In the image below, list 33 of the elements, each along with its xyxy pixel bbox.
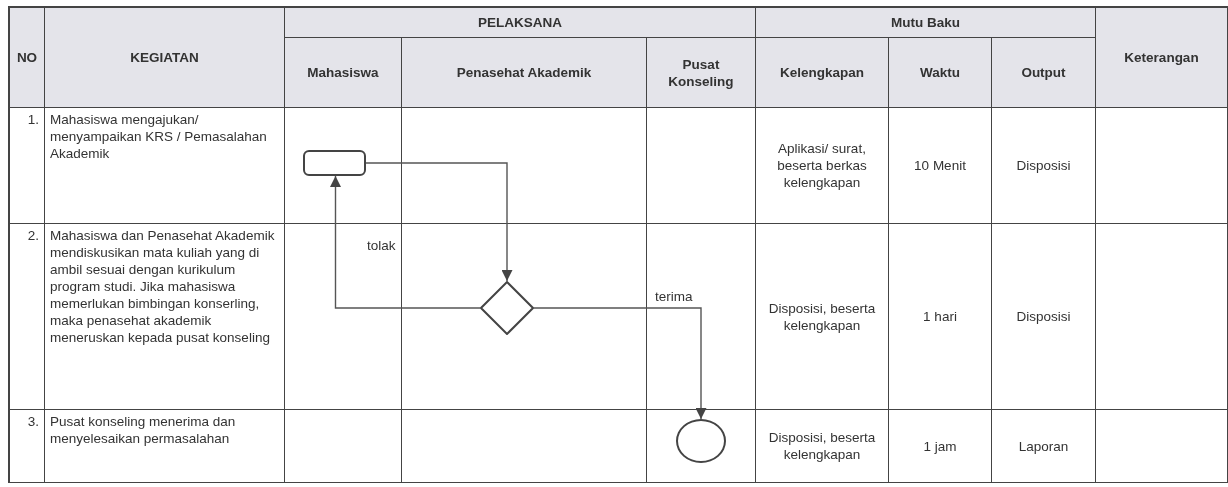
requirement-text: Disposisi, beserta kelengkapan [767, 429, 877, 463]
column-header: Penasehat Akademik [402, 38, 647, 108]
process-box [303, 150, 366, 176]
connector-arrow [330, 175, 481, 309]
output-text: Disposisi [1016, 157, 1071, 174]
edge-label: terima [654, 289, 694, 304]
edge-label: tolak [366, 238, 397, 253]
activity-text: Mahasiswa dan Penasehat Akademik mendiskusikan mata kuliah yang di ambil sesuai dengan kurikulum program studi. Jika mahasiswa memerlukan bimbingan konserling, maka penasehat akademik meneruskan kepada pusat konseling [50, 227, 276, 346]
duration-text: 1 hari [923, 308, 957, 325]
column-header: Pusat Konseling [647, 38, 756, 108]
column-header: Mutu Baku [756, 8, 1096, 38]
row-number: 2. [27, 227, 39, 244]
column-header: Output [992, 38, 1096, 108]
column-header: NO [10, 8, 45, 108]
column-header: PELAKSANA [285, 8, 756, 38]
connector-arrow [533, 307, 707, 420]
requirement-text: Disposisi, beserta kelengkapan [767, 299, 877, 334]
activity-text: Mahasiswa mengajukan/ menyampaikan KRS / Pemasalahan Akademik [50, 111, 268, 162]
output-text: Laporan [1018, 437, 1069, 455]
duration-text: 10 Menit [914, 157, 966, 174]
connector-arrow [365, 162, 513, 282]
column-header: Mahasiswa [285, 38, 402, 108]
row-number: 3. [27, 413, 39, 430]
requirement-text: Aplikasi/ surat, beserta berkas kelengkapan [776, 140, 868, 191]
output-text: Disposisi [1016, 308, 1071, 325]
duration-text: 1 jam [923, 437, 957, 455]
column-header: Kelengkapan [756, 38, 889, 108]
activity-text: Pusat konseling menerima dan menyelesaikan permasalahan [50, 413, 237, 447]
row-number: 1. [27, 111, 39, 128]
decision-diamond [480, 281, 534, 335]
column-header: Waktu [889, 38, 992, 108]
column-header: Keterangan [1096, 8, 1228, 108]
column-header: KEGIATAN [45, 8, 285, 108]
